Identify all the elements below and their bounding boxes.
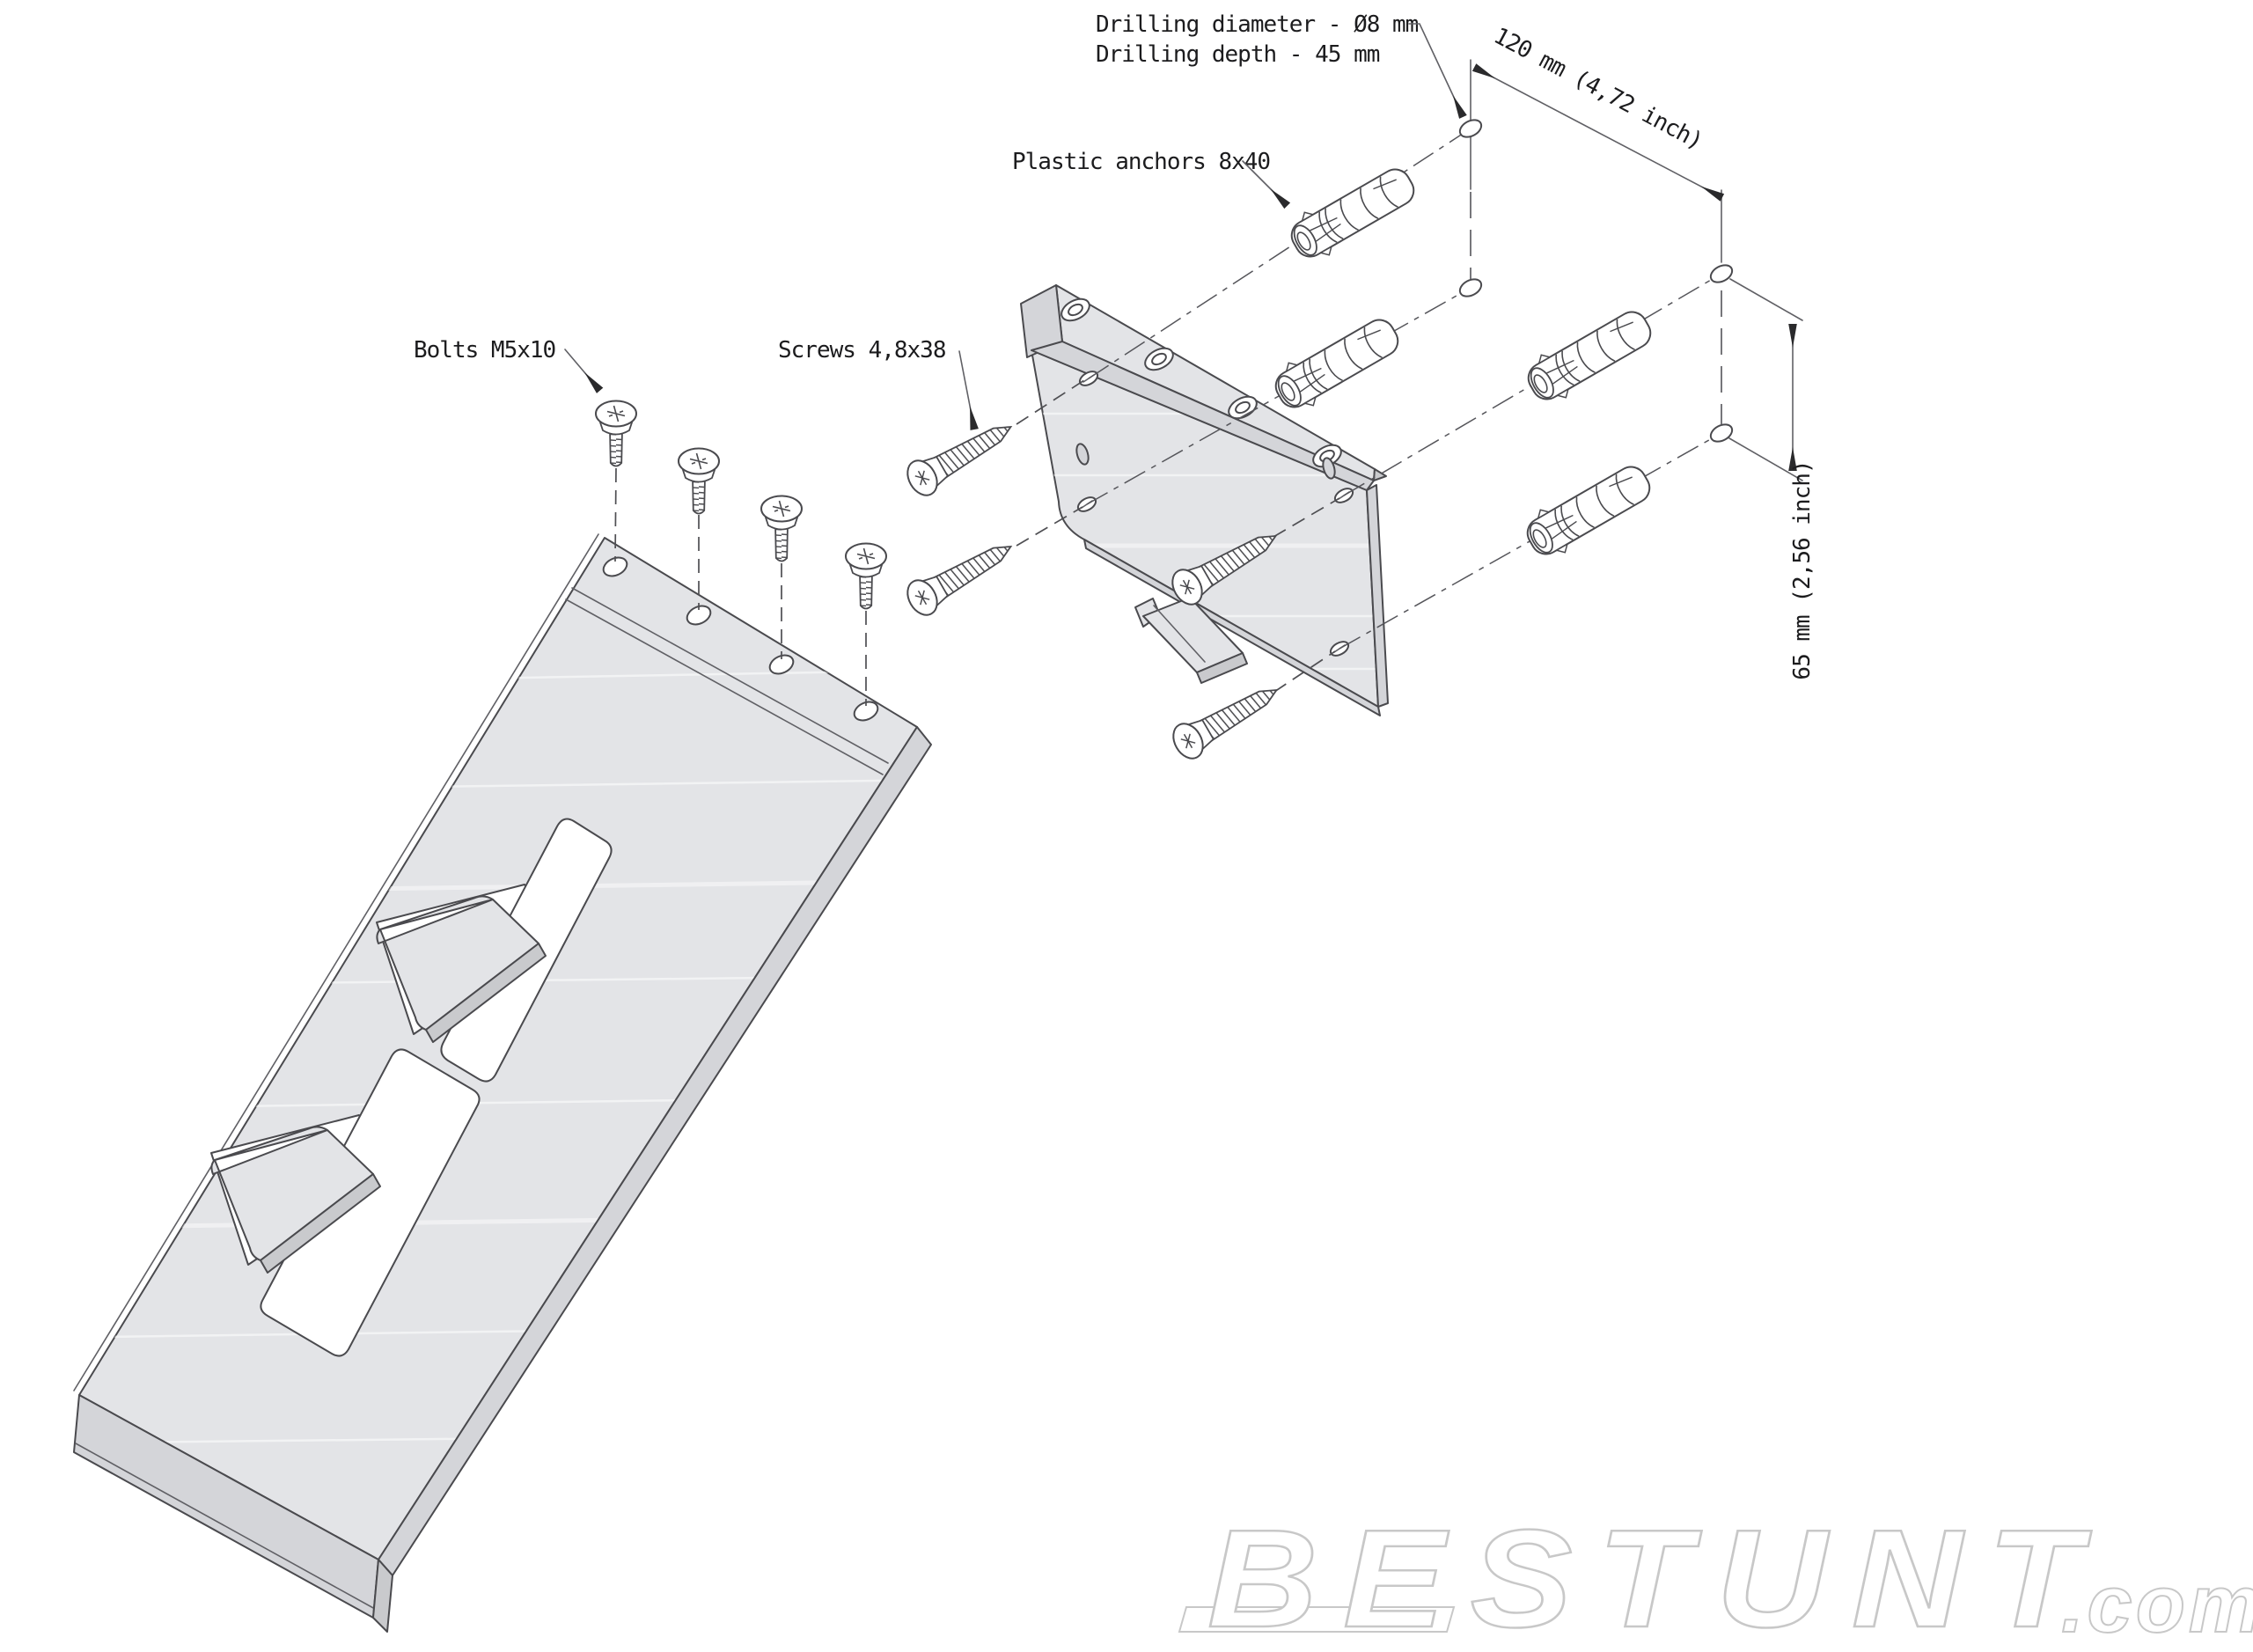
wall-bracket-flange-front <box>1031 341 1375 491</box>
label-screws: Screws 4,8x38 <box>778 337 946 363</box>
drill-holes <box>1458 119 1734 443</box>
callouts: Drilling diameter - Ø8 mm Drilling depth… <box>414 11 1467 430</box>
leader-screws <box>958 350 979 430</box>
bolt-hole <box>602 556 628 577</box>
screws <box>900 379 1340 765</box>
plastic-anchor <box>1282 158 1423 268</box>
wall-bracket-hook <box>1134 597 1248 684</box>
bracket-plate-lip-corner <box>372 1559 393 1633</box>
drill-hole <box>1709 423 1734 443</box>
wall-bracket-bottom-edge <box>1083 539 1381 716</box>
bolt <box>760 495 803 562</box>
screw <box>1166 672 1287 765</box>
bend-notch <box>1322 457 1336 480</box>
label-drilling-diameter: Drilling diameter - Ø8 mm <box>1096 11 1419 38</box>
dimension-height: 65 mm (2,56 inch) <box>1728 278 1816 680</box>
bolt-hole <box>768 654 795 675</box>
bolt-hole <box>686 605 712 626</box>
watermark: BESTUNT .com <box>1178 1501 2253 1652</box>
bolts <box>595 400 887 706</box>
drill-hole <box>1458 119 1483 138</box>
bolt <box>595 400 637 467</box>
watermark-domain: .com <box>2061 1560 2253 1649</box>
screw <box>900 409 1021 502</box>
leader-anchors <box>1242 160 1291 209</box>
hook-tab-2-edge <box>260 1173 381 1274</box>
watermark-name: BESTUNT <box>1207 1501 2106 1652</box>
label-plastic-anchors: Plastic anchors 8x40 <box>1012 149 1270 175</box>
dimension-width-label: 120 mm (4,72 inch) <box>1489 23 1706 155</box>
plastic-anchor <box>1266 308 1407 419</box>
leader-bolts <box>564 349 604 393</box>
label-drilling-depth: Drilling depth - 45 mm <box>1096 41 1380 68</box>
drill-hole <box>1709 264 1734 283</box>
bolt <box>678 447 720 515</box>
drill-hole <box>1458 278 1483 297</box>
cutout-slot-2 <box>260 1048 481 1357</box>
flange-holes <box>1060 297 1342 468</box>
label-bolts: Bolts M5x10 <box>414 337 555 363</box>
wall-bracket-flange-tip <box>1373 468 1387 481</box>
bracket-plate <box>73 533 932 1633</box>
leader-drilling <box>1408 23 1467 119</box>
wall-bracket-right-edge <box>1366 484 1389 708</box>
plastic-anchor <box>1518 455 1659 566</box>
wall-bracket <box>1020 284 1389 716</box>
hook-tab-1-edge <box>425 943 547 1043</box>
screw <box>900 529 1021 621</box>
plastic-anchor <box>1519 300 1660 411</box>
bolt-hole <box>853 701 879 722</box>
bolt <box>845 542 887 610</box>
dimension-height-label: 65 mm (2,56 inch) <box>1789 460 1816 679</box>
center-line <box>1088 128 1471 379</box>
bend-notch <box>1075 443 1090 466</box>
